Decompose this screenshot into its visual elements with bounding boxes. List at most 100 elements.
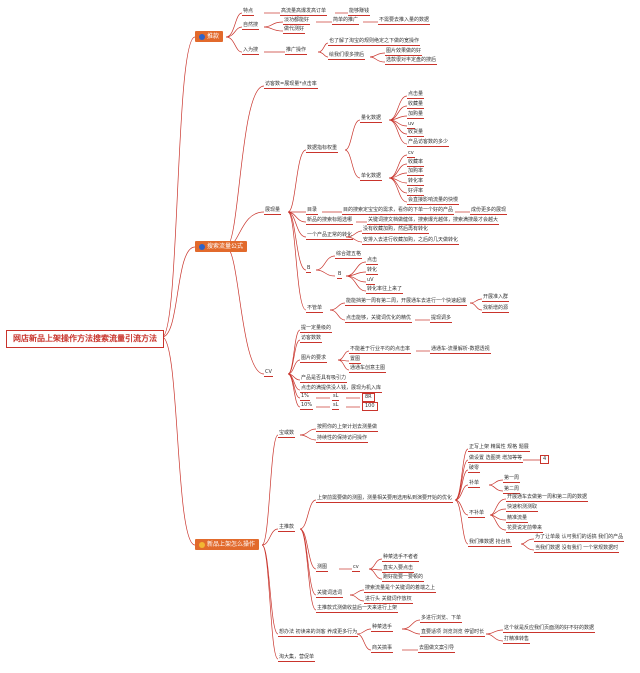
node-c31: 种菜选手 [371, 624, 394, 632]
node-b43: 通通车-流量解析-数据透视 [430, 346, 491, 354]
node-b6: 收藏量 [407, 101, 425, 109]
node-c28: 进行头 关键词作放权 [364, 596, 413, 604]
node-b47: 点击的满提供没人钱，展现为机入库 [300, 385, 383, 393]
node-c36: 商关搞事 [371, 645, 394, 653]
node-c24: 直实入要点击 [382, 565, 415, 573]
node-b15: 转化率 [407, 178, 425, 186]
node-b13: 收藏率 [407, 159, 425, 167]
section-label: 推款 [207, 33, 220, 40]
node-c34: 这个就是反应我们页面测的好不好的数据 [503, 625, 596, 633]
node-b49: sL [332, 393, 340, 401]
node-b29: 转化 [366, 267, 379, 275]
node-b22: 关键词搜文档做健体，搜索爆光越体，搜索满搜最才会越大 [367, 217, 500, 225]
node-c4: 主推款 [278, 524, 296, 532]
node-c20: 当我们数据 没有我们 一个常规数据时 [534, 545, 620, 553]
node-b26: B [306, 265, 312, 273]
node-c35: 打精准转售 [503, 636, 531, 644]
node-c8: 4 [540, 455, 550, 464]
section-label: 搜索流量公式 [207, 243, 244, 250]
node-b21: 新品的搜索标题选哪 [306, 217, 354, 225]
node-b1: 访客数=展现量*点击率 [264, 81, 318, 89]
section-push-product[interactable]: 推款 [195, 31, 224, 42]
star-icon [199, 541, 205, 548]
section-label: 新品上架怎么操作 [207, 541, 256, 548]
node-b50: 8R [362, 393, 375, 402]
section-search-traffic-formula[interactable]: 搜索流量公式 [195, 241, 248, 252]
node-c33: 直要适项 浏览浏览 停留时长 [420, 629, 486, 637]
node-b42: 不能差于行业平均的点击率 [349, 346, 412, 354]
node-b44: 置图 [349, 356, 362, 364]
node-a14: 选款很对丰定盘的搜后 [385, 57, 438, 65]
node-c18: 我们推数据 抢台热 [468, 539, 512, 547]
node-b19: 目的搜索定宝宝的需求，看你的下单一个好的产品 [342, 207, 455, 215]
node-c27: 搜索流量是个关键词的着端之上 [364, 585, 437, 593]
node-c26: 关键词选词 [316, 590, 344, 598]
node-b36: 点击能够，关键词优化的精优 [345, 315, 413, 323]
node-b7: 加购量 [407, 111, 425, 119]
node-a9: 入为搜 [242, 47, 260, 55]
node-b46: 产品是否具有吸引力 [300, 375, 348, 383]
node-b53: 100 [362, 402, 378, 411]
node-b11: 单化数据 [360, 173, 383, 181]
node-b26-sub: B [337, 271, 343, 279]
node-c5: 上架前需要做的测图，测量相关要用选用私到演要开始的优化 [316, 495, 454, 503]
node-c19: 为了让单最 认可我们的话搞 我们的产品 [534, 534, 625, 542]
node-a10: 推广操作 [285, 47, 308, 55]
node-b52: sL [332, 402, 340, 410]
node-a7: 不需要去推入量的数据 [378, 17, 431, 25]
node-c16: 精准流量 [506, 515, 529, 523]
node-c15: 快速积测测取 [506, 504, 539, 512]
node-c11: 第一周 [503, 475, 521, 483]
node-b16: 好评率 [407, 188, 425, 196]
node-b48: 1% [300, 393, 310, 401]
chat-icon [199, 33, 205, 40]
section-new-product-launch[interactable]: 新品上架怎么操作 [195, 539, 260, 550]
node-c30: 想办法 初读来的浏客 养成更多行为 [278, 629, 359, 637]
node-b17: 会直接影响流量的快慢 [407, 197, 460, 205]
node-b40: CV [264, 369, 273, 377]
node-b4: 量化数据 [360, 115, 383, 123]
node-b10: 产品访客数的多少 [407, 139, 450, 147]
node-a2: 高流量高爆发高订单 [280, 8, 328, 16]
node-b37: 提现调多 [430, 315, 453, 323]
node-a5: 淡功都能好 [283, 17, 311, 25]
node-b38: 提一定量级的 [300, 325, 333, 333]
node-b20: 成份更多的展现 [470, 207, 508, 215]
node-c13: 不补单 [468, 510, 486, 518]
node-c23: 种菜选手不者者 [382, 554, 420, 562]
node-a3: 能够赚钱 [348, 8, 371, 16]
node-b2: 展现量 [264, 207, 282, 215]
node-b8: uv [407, 121, 416, 129]
node-c6: 正写上架 精属性 规格 题展 [468, 444, 530, 452]
node-c29: 主推款式测做收益后一天来进行上架 [316, 605, 399, 613]
node-a4: 自然搜 [242, 22, 260, 30]
node-c10: 补单 [468, 480, 481, 488]
node-b28: 点击 [366, 257, 379, 265]
node-b5: 点击量 [407, 91, 425, 99]
node-c1: 宝或数 [278, 430, 296, 438]
node-b23: 一个产品正常的转化 [306, 232, 354, 240]
node-a12: 绘我们很多搜后 [328, 52, 366, 60]
node-c14: 开展通车去做第一周和第二周的数据 [506, 494, 589, 502]
node-c22: cv [352, 564, 360, 572]
node-c32: 多进行浏览、下单 [420, 615, 463, 623]
node-c2: 按照你的上架计划去测量做 [316, 424, 379, 432]
node-b51: 10% [300, 402, 314, 410]
node-c3: 持续性的保持访问操作 [316, 435, 369, 443]
node-b30: uV [366, 277, 375, 285]
node-b31: 转化率往上来了 [366, 286, 404, 294]
node-b34: 开展准入群 [482, 294, 510, 302]
node-b14: 加购率 [407, 168, 425, 176]
node-c7: 做设置 选图类 增加等等 [468, 455, 524, 463]
node-b32: 不管单 [306, 305, 324, 313]
node-b27: 综合建五格 [335, 251, 363, 259]
globe-icon [199, 243, 205, 250]
node-a13: 图片效果做的好 [385, 48, 423, 56]
node-c21: 测图 [316, 564, 329, 572]
node-b25: 安排入去进行收藏加购，之后的几天做转化 [362, 237, 460, 245]
node-c12: 第二周 [503, 486, 521, 494]
node-b45: 通通车创意主图 [349, 365, 387, 373]
node-a8: 做代测好 [283, 26, 306, 34]
node-c9: 破零 [468, 465, 481, 473]
